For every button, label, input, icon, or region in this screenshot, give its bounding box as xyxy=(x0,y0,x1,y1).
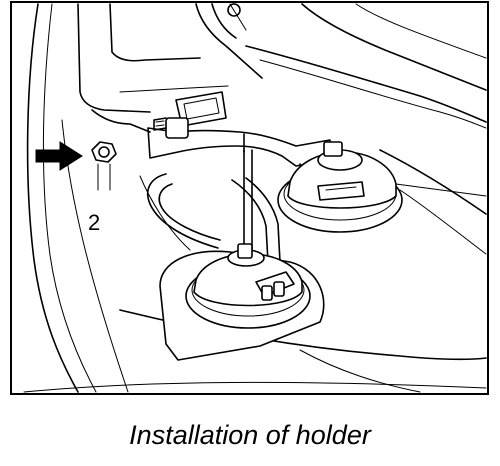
arrow-marker xyxy=(35,141,83,171)
nut xyxy=(91,141,117,163)
drawing xyxy=(23,3,487,393)
horn-left xyxy=(159,243,325,361)
horn-right xyxy=(277,141,487,233)
figure-caption: Installation of holder xyxy=(129,420,371,450)
callout-2-label: 2 xyxy=(88,210,100,235)
